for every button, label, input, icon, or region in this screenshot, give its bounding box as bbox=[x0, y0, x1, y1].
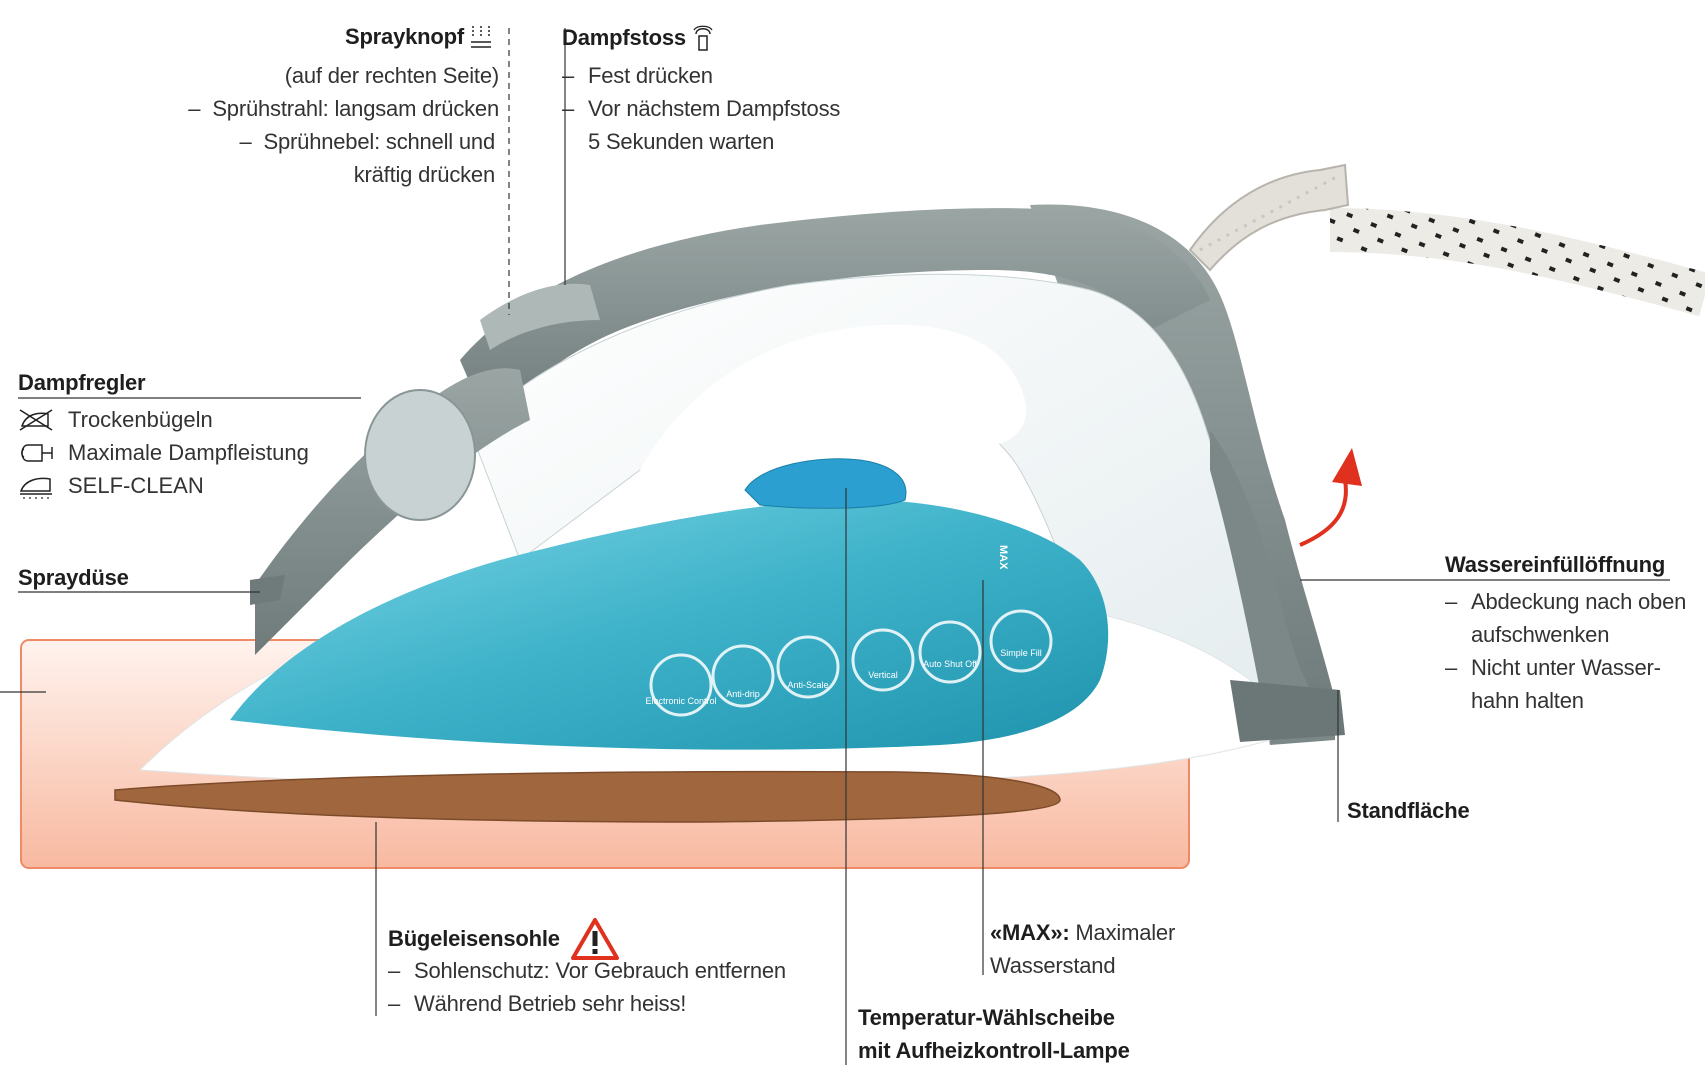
stand-surface-title: Standfläche bbox=[1347, 798, 1470, 824]
spray-button-line-2: –Sprühstrahl: langsam drücken bbox=[188, 96, 499, 122]
svg-text:Vertical: Vertical bbox=[868, 670, 898, 680]
spray-button-line-3: –Sprühnebel: schnell und bbox=[239, 129, 495, 155]
svg-text:Simple Fill: Simple Fill bbox=[1000, 648, 1042, 658]
svg-text:Anti-Scale: Anti-Scale bbox=[787, 680, 828, 690]
fill-lid-arrow bbox=[1300, 480, 1346, 545]
spray-button-line-1: (auf der rechten Seite) bbox=[285, 63, 499, 89]
fill-lid-arrowhead bbox=[1332, 448, 1362, 486]
soleplate-line-2: –Während Betrieb sehr heiss! bbox=[388, 991, 686, 1017]
stand-surface bbox=[1230, 680, 1345, 742]
max-steam-icon bbox=[18, 439, 56, 467]
svg-text:Anti-drip: Anti-drip bbox=[726, 689, 760, 699]
spray-button-line-4: kräftig drücken bbox=[354, 162, 495, 188]
spray-icon bbox=[470, 24, 492, 50]
steam-regulator-item-selfclean: SELF-CLEAN bbox=[18, 472, 204, 500]
water-inlet-line-4: hahn halten bbox=[1471, 688, 1584, 714]
dry-iron-icon bbox=[18, 406, 56, 434]
steam-burst-line-2: –Vor nächstem Dampfstoss bbox=[562, 96, 840, 122]
svg-text:Electronic Control: Electronic Control bbox=[645, 696, 716, 706]
warning-icon bbox=[570, 917, 620, 961]
steam-regulator-item-dry: Trockenbügeln bbox=[18, 406, 213, 434]
power-cord bbox=[1190, 165, 1705, 295]
water-inlet-line-3: –Nicht unter Wasser- bbox=[1445, 655, 1661, 681]
soleplate-line-1: –Sohlenschutz: Vor Gebrauch entfernen bbox=[388, 958, 786, 984]
soleplate-title: Bügeleisensohle bbox=[388, 917, 620, 961]
max-level-label-2: Wasserstand bbox=[990, 953, 1115, 979]
temperature-dial bbox=[745, 459, 906, 509]
temperature-dial-title-1: Temperatur-Wählscheibe bbox=[858, 1005, 1115, 1031]
steam-dial bbox=[365, 390, 475, 520]
max-level-label: «MAX»: Maximaler bbox=[990, 920, 1175, 946]
spray-nozzle-title: Spraydüse bbox=[18, 565, 129, 591]
steam-regulator-item-max: Maximale Dampfleistung bbox=[18, 439, 309, 467]
self-clean-icon bbox=[18, 472, 56, 500]
steam-regulator-title: Dampfregler bbox=[18, 370, 145, 396]
svg-text:MAX: MAX bbox=[997, 545, 1009, 570]
svg-text:Auto Shut Off: Auto Shut Off bbox=[923, 659, 977, 669]
steam-burst-line-3: 5 Sekunden warten bbox=[588, 129, 774, 155]
steam-burst-title: Dampfstoss bbox=[562, 24, 714, 52]
water-inlet-line-2: aufschwenken bbox=[1471, 622, 1609, 648]
steam-burst-line-1: –Fest drücken bbox=[562, 63, 713, 89]
temperature-dial-title-2: mit Aufheizkontroll-Lampe bbox=[858, 1038, 1130, 1064]
steam-burst-icon bbox=[692, 24, 714, 52]
water-inlet-title: Wassereinfüllöffnung bbox=[1445, 552, 1665, 578]
spray-button-title: Sprayknopf bbox=[345, 24, 492, 50]
water-inlet-line-1: –Abdeckung nach oben bbox=[1445, 589, 1686, 615]
